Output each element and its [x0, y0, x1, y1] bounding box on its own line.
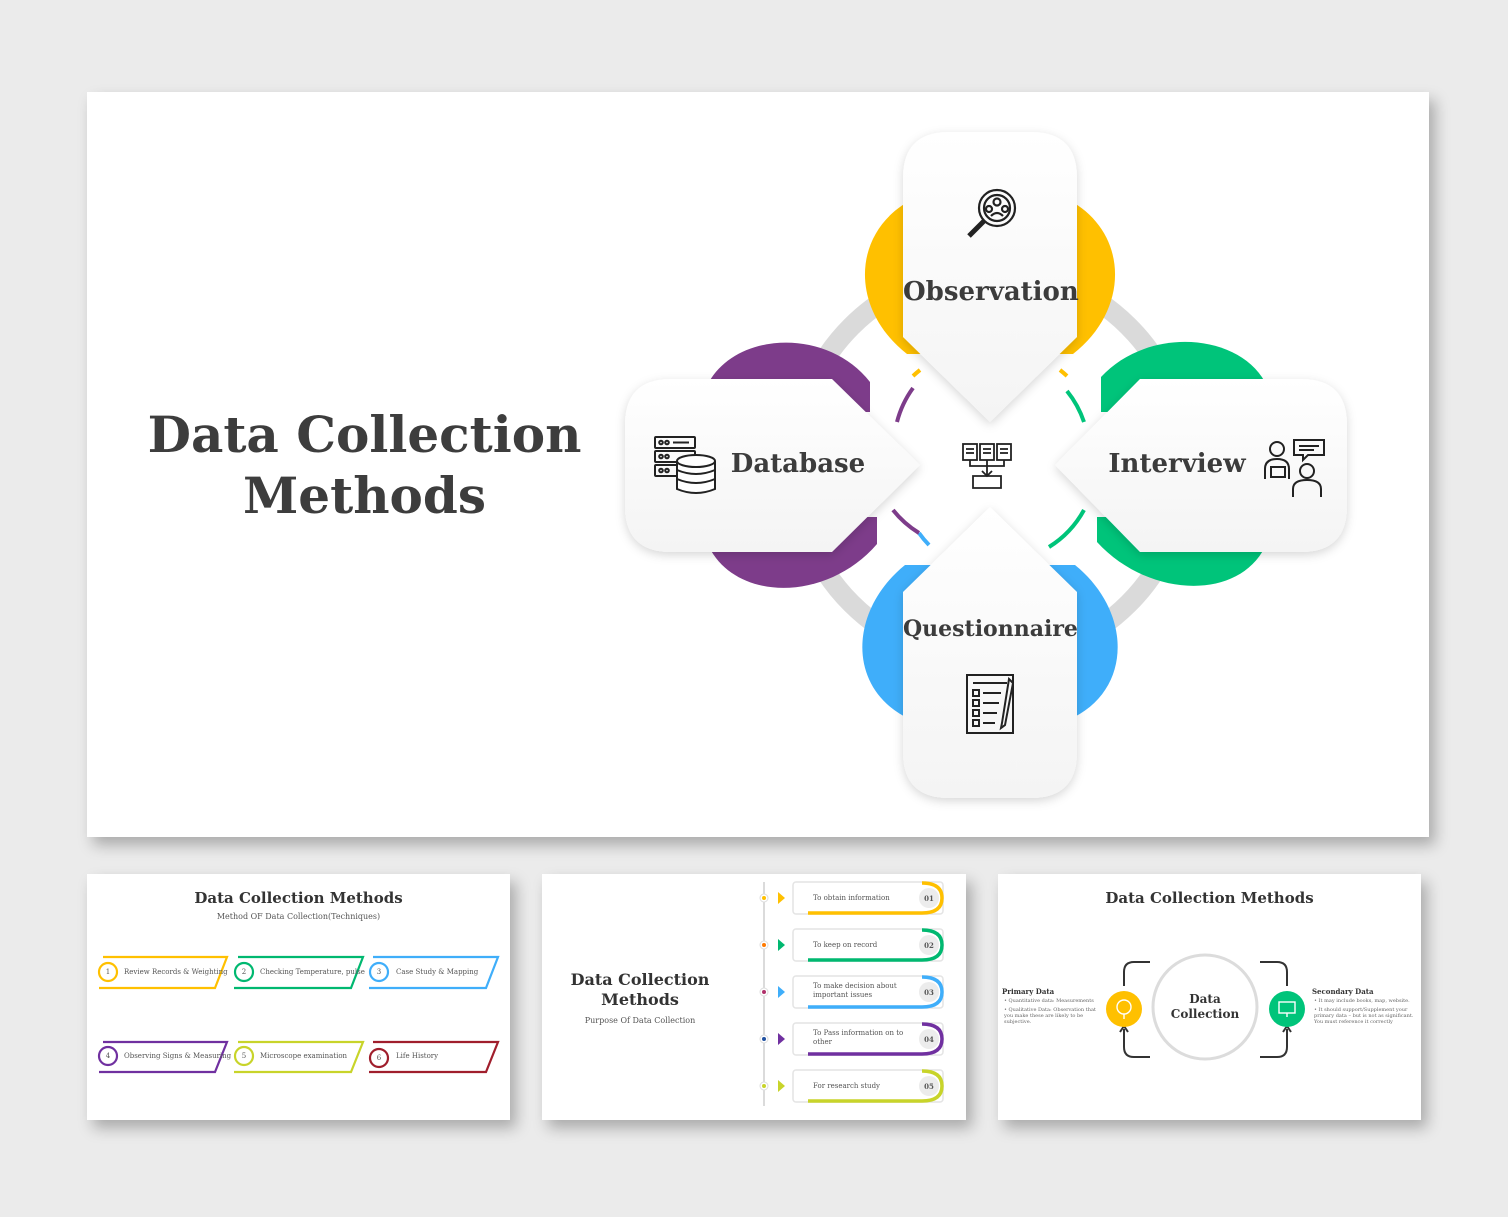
thumb3-shapes: [1106, 953, 1305, 1061]
thumb1-num-5: 5: [241, 1052, 247, 1060]
thumb2-num-1: 01: [924, 894, 934, 903]
main-title: Data Collection Methods: [147, 405, 582, 525]
brain-icon: [1116, 999, 1132, 1019]
books-download-icon: [962, 443, 1012, 489]
observation-label: Observation: [903, 277, 1079, 307]
thumb1-item-5: Microscope examination: [260, 1052, 348, 1060]
thumb2-num-2: 02: [924, 941, 934, 950]
thumb2-num-5: 05: [924, 1082, 934, 1091]
thumb1-item-4: Observing Signs & Measuring: [124, 1052, 232, 1060]
database-card[interactable]: [625, 379, 920, 552]
thumb2-shapes: [759, 881, 944, 1106]
thumb2-item-4: To Pass information on to other: [813, 1029, 904, 1046]
thumb2-num-3: 03: [924, 988, 934, 997]
inner-arcs: [891, 368, 1086, 549]
thumb1-num-1: 1: [105, 968, 111, 976]
thumb3-center: Data Collection: [1170, 992, 1240, 1021]
thumb3-primary-bullet-2: • Qualitative Data: Observation that you…: [1004, 1007, 1096, 1025]
thumb1-num-6: 6: [376, 1054, 382, 1062]
thumb1-num-4: 4: [105, 1052, 111, 1060]
magnifier-people-icon: [967, 188, 1017, 238]
thumb1-item-3: Case Study & Mapping: [396, 968, 479, 976]
thumbnail-data-types[interactable]: Data Collection Methods Data Collection …: [998, 874, 1421, 1120]
thumb2-item-5: For research study: [813, 1082, 881, 1090]
thumb3-secondary-bullet-1: • It may include books, map, website.: [1314, 998, 1410, 1004]
thumb2-title: Data Collection Methods: [570, 970, 710, 1009]
thumb1-item-1: Review Records & Weighting: [124, 968, 228, 976]
thumb3-secondary-title: Secondary Data: [1312, 987, 1374, 996]
thumb1-title: Data Collection Methods: [194, 889, 403, 907]
thumb1-item-2: Checking Temperature, pulse: [260, 968, 365, 976]
thumb1-item-6: Life History: [396, 1052, 439, 1060]
server-database-icon: [654, 436, 716, 494]
thumb2-item-2: To keep on record: [813, 941, 878, 949]
questionnaire-label: Questionnaire: [903, 616, 1078, 642]
thumb1-shapes: [97, 955, 500, 1074]
observation-card[interactable]: [903, 132, 1077, 422]
thumb2-subtitle: Purpose Of Data Collection: [584, 1016, 696, 1025]
interview-card[interactable]: [1055, 379, 1347, 552]
thumb3-title: Data Collection Methods: [1105, 889, 1314, 907]
thumb1-num-2: 2: [241, 968, 247, 976]
monitor-icon: [1278, 1001, 1296, 1017]
thumb3-secondary-bullet-2: • It should support/Supplement your prim…: [1314, 1007, 1414, 1025]
database-label: Database: [730, 449, 866, 479]
questionnaire-card[interactable]: [903, 507, 1077, 798]
interview-label: Interview: [1108, 449, 1246, 479]
checklist-clipboard-icon: [966, 674, 1015, 734]
main-slide: Data Collection Methods: [87, 92, 1429, 837]
thumb1-subtitle: Method OF Data Collection(Techniques): [216, 912, 381, 921]
thumb2-item-1: To obtain information: [813, 894, 890, 902]
cycle-diagram: [625, 132, 1347, 798]
thumb3-primary-title: Primary Data: [1002, 987, 1055, 996]
thumbnail-purpose[interactable]: Data Collection Methods Purpose Of Data …: [542, 874, 966, 1120]
thumbnail-methods[interactable]: Data Collection Methods Method OF Data C…: [87, 874, 510, 1120]
thumb2-num-4: 04: [924, 1035, 934, 1044]
interview-people-icon: [1264, 439, 1325, 497]
thumb3-primary-bullet-1: • Quantitative data: Measurements: [1004, 998, 1094, 1004]
thumb1-num-3: 3: [376, 968, 382, 976]
thumb2-item-3: To make decision about important issues: [813, 982, 897, 999]
